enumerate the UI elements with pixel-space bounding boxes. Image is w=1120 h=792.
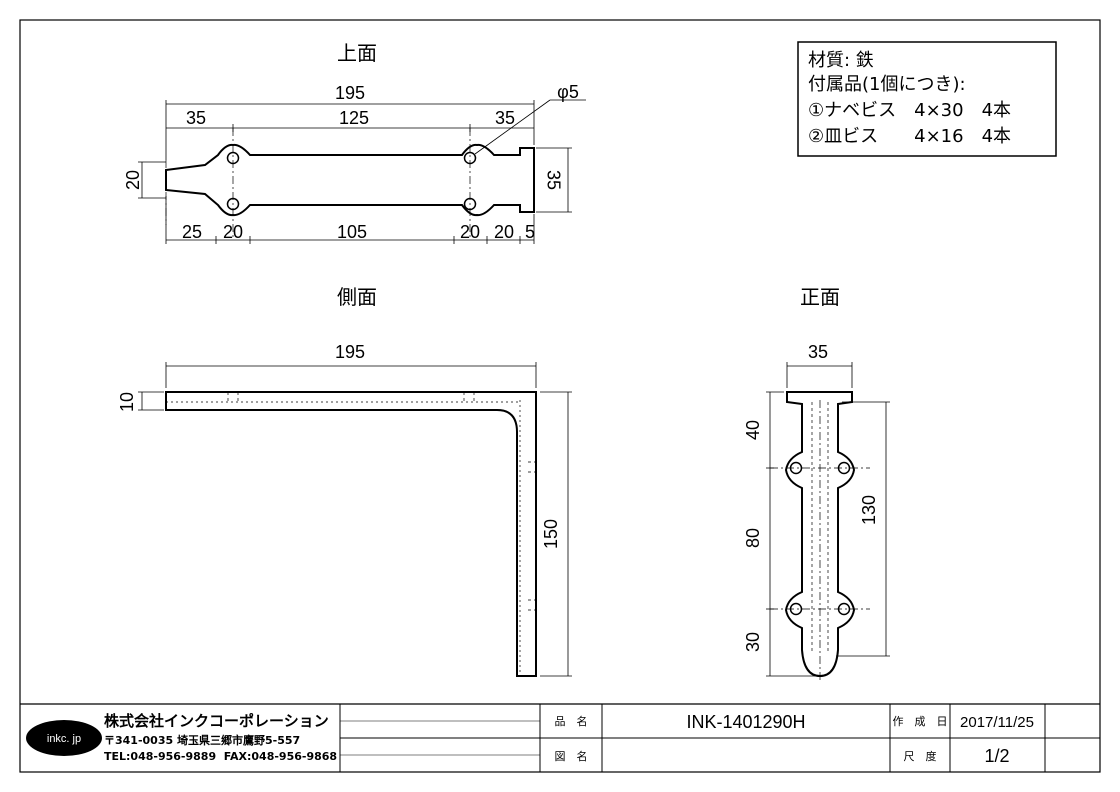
top-dim-seg1: 25 bbox=[182, 222, 202, 242]
part-name-label: 品 名 bbox=[555, 714, 588, 728]
company-address: 〒341-0035 埼玉県三郷市鷹野5-557 bbox=[104, 733, 300, 747]
side-view: 側面 195 10 150 bbox=[117, 286, 572, 677]
top-view-title: 上面 bbox=[337, 42, 377, 65]
front-dim-middle: 80 bbox=[743, 528, 763, 548]
spec-box: 材質: 鉄 付属品(1個につき): ①ナベビス 4×30 4本 ②皿ビス 4×1… bbox=[797, 41, 1057, 157]
company-logo bbox=[26, 720, 102, 756]
front-view-title: 正面 bbox=[800, 287, 840, 309]
top-dim-seg5: 20 bbox=[494, 222, 514, 242]
side-view-outline bbox=[165, 391, 537, 677]
top-dim-width: 20 bbox=[123, 170, 143, 190]
date-label: 作 成 日 bbox=[893, 715, 948, 728]
top-dim-seg3: 105 bbox=[337, 222, 367, 242]
top-dim-seg2: 20 bbox=[223, 222, 243, 242]
spec-item2: ②皿ビス 4×16 4本 bbox=[808, 126, 1011, 147]
top-dim-seg6: 5 bbox=[525, 222, 535, 242]
top-dim-lines bbox=[138, 99, 586, 244]
top-view-outline bbox=[165, 143, 535, 217]
drawing-frame bbox=[19, 19, 1101, 773]
top-dim-seg4: 20 bbox=[460, 222, 480, 242]
top-dim-pitch: 125 bbox=[339, 108, 369, 128]
top-view: 上面 bbox=[123, 42, 586, 244]
side-dim-thickness: 10 bbox=[117, 392, 137, 412]
drawing-name-label: 図 名 bbox=[555, 749, 588, 763]
side-dim-lines bbox=[138, 362, 572, 677]
company-name: 株式会社インクコーポレーション bbox=[104, 712, 329, 730]
side-view-title: 側面 bbox=[337, 286, 377, 309]
front-view: 正面 35 40 80 30 bbox=[743, 287, 890, 680]
company-contact: TEL:048-956-9889 FAX:048-956-9868 bbox=[104, 750, 337, 763]
top-dim-hole-dia: φ5 bbox=[557, 82, 579, 102]
company-logo-text: inkc. jp bbox=[47, 733, 81, 745]
spec-material: 材質: 鉄 bbox=[808, 50, 874, 71]
front-dim-lines bbox=[766, 362, 890, 677]
top-dim-plate: 35 bbox=[543, 170, 563, 190]
front-dim-bottom: 30 bbox=[743, 632, 763, 652]
front-dim-top: 40 bbox=[743, 420, 763, 440]
top-dim-left: 35 bbox=[186, 108, 206, 128]
scale-label: 尺 度 bbox=[904, 749, 937, 763]
top-dim-right: 35 bbox=[495, 108, 515, 128]
scale-value: 1/2 bbox=[984, 746, 1009, 766]
side-dim-overall: 195 bbox=[335, 342, 365, 362]
date-value: 2017/11/25 bbox=[960, 714, 1034, 731]
top-dim-overall: 195 bbox=[335, 83, 365, 103]
spec-accessories: 付属品(1個につき): bbox=[808, 74, 966, 95]
side-dim-height: 150 bbox=[541, 519, 561, 549]
front-dim-width: 35 bbox=[808, 342, 828, 362]
spec-item1: ①ナベビス 4×30 4本 bbox=[808, 100, 1011, 121]
title-block: inkc. jp 株式会社インクコーポレーション 〒341-0035 埼玉県三郷… bbox=[20, 703, 1100, 772]
part-name-value: INK-1401290H bbox=[686, 712, 805, 732]
front-dim-pitch: 130 bbox=[859, 495, 879, 525]
